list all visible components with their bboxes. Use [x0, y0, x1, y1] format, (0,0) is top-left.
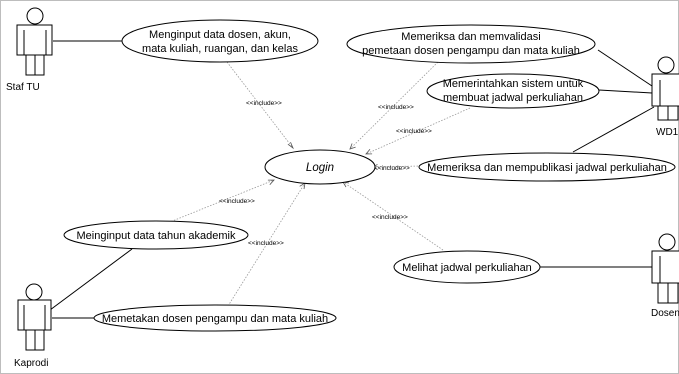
- use-case-input-data-label-line2: mata kuliah, ruangan, dan kelas: [142, 43, 298, 55]
- include-label-publikasi: <<include>>: [374, 165, 410, 172]
- include-line-validasi: [349, 59, 441, 150]
- use-case-publikasi-label: Memeriksa dan mempublikasi jadwal perkul…: [427, 162, 667, 174]
- assoc-kaprodi-tahun-akademik: [49, 248, 133, 311]
- actor-wd1-label: WD1: [656, 127, 679, 138]
- include-line-lihat-jadwal: [342, 181, 444, 251]
- use-case-validasi-shape: [346, 24, 596, 64]
- actor-wd1[interactable]: WD1: [651, 56, 679, 138]
- actor-staf-tu[interactable]: Staf TU: [6, 7, 53, 93]
- use-case-lihat-jadwal-label: Melihat jadwal perkuliahan: [402, 262, 532, 274]
- actor-staf-tu-icon: [16, 7, 53, 76]
- assoc-wd1-perintah: [598, 89, 653, 94]
- use-case-input-data-label-line1: Menginput data dosen, akun,: [149, 29, 291, 41]
- use-case-publikasi-shape: [418, 152, 676, 182]
- use-case-perintah[interactable]: Memerintahkan sistem untuk membuat jadwa…: [426, 73, 600, 109]
- use-case-pemetaan-label: Memetakan dosen pengampu dan mata kuliah: [102, 313, 328, 325]
- use-case-validasi-label-line2: pemetaan dosen pengampu dan mata kuliah: [362, 45, 580, 57]
- use-case-validasi-label-line1: Memeriksa dan memvalidasi: [401, 31, 540, 43]
- include-lines: [159, 59, 471, 307]
- include-line-pemetaan: [227, 182, 306, 307]
- include-line-publikasi: [371, 165, 422, 168]
- use-case-input-data[interactable]: Menginput data dosen, akun, mata kuliah,…: [121, 19, 319, 63]
- include-line-input-data: [226, 61, 294, 149]
- use-case-perintah-label-line2: membuat jadwal perkuliahan: [443, 92, 583, 104]
- include-label-validasi: <<include>>: [378, 104, 414, 111]
- arrowhead-input-data: [287, 141, 294, 150]
- use-case-tahun-akademik-label: Meinginput data tahun akademik: [77, 230, 236, 242]
- use-case-login-shape: [264, 149, 376, 185]
- assoc-wd1-publikasi: [572, 106, 655, 153]
- use-case-publikasi[interactable]: Memeriksa dan mempublikasi jadwal perkul…: [418, 152, 676, 182]
- include-label-tahun-akademik: <<include>>: [219, 198, 255, 205]
- actor-dosen-icon: [651, 233, 679, 304]
- use-case-lihat-jadwal-shape: [393, 250, 541, 284]
- use-case-login-label: Login: [306, 162, 334, 174]
- arrowhead-pemetaan: [299, 182, 306, 190]
- use-case-login[interactable]: Login: [264, 149, 376, 185]
- include-label-input-data: <<include>>: [246, 100, 282, 107]
- use-case-input-data-shape: [121, 19, 319, 63]
- actor-kaprodi[interactable]: Kaprodi: [14, 283, 52, 369]
- use-case-validasi[interactable]: Memeriksa dan memvalidasi pemetaan dosen…: [346, 24, 596, 64]
- use-case-pemetaan[interactable]: Memetakan dosen pengampu dan mata kuliah: [93, 304, 337, 332]
- include-labels: <<include>> <<include>> <<include>> <<in…: [219, 100, 432, 247]
- include-label-perintah: <<include>>: [396, 128, 432, 135]
- include-line-tahun-akademik: [159, 179, 275, 227]
- use-case-perintah-shape: [426, 73, 600, 109]
- actor-kaprodi-label: Kaprodi: [14, 358, 48, 369]
- arrowhead-validasi: [349, 143, 356, 150]
- actor-staf-tu-label: Staf TU: [6, 82, 40, 93]
- use-case-perintah-label-line1: Memerintahkan sistem untuk: [443, 78, 584, 90]
- include-label-lihat-jadwal: <<include>>: [372, 214, 408, 221]
- association-lines: [49, 40, 655, 319]
- actor-dosen[interactable]: Dosen: [651, 233, 679, 319]
- use-case-lihat-jadwal[interactable]: Melihat jadwal perkuliahan: [393, 250, 541, 284]
- actor-kaprodi-icon: [17, 283, 52, 351]
- use-case-tahun-akademik[interactable]: Meinginput data tahun akademik: [63, 220, 249, 250]
- use-case-tahun-akademik-shape: [63, 220, 249, 250]
- include-line-perintah: [365, 107, 471, 155]
- use-case-pemetaan-shape: [93, 304, 337, 332]
- actor-dosen-label: Dosen: [651, 308, 679, 319]
- assoc-wd1-validasi: [597, 49, 653, 87]
- include-label-pemetaan: <<include>>: [248, 240, 284, 247]
- arrowhead-tahun-akademik: [267, 179, 275, 185]
- actor-wd1-icon: [651, 56, 679, 121]
- arrowhead-perintah: [365, 149, 373, 155]
